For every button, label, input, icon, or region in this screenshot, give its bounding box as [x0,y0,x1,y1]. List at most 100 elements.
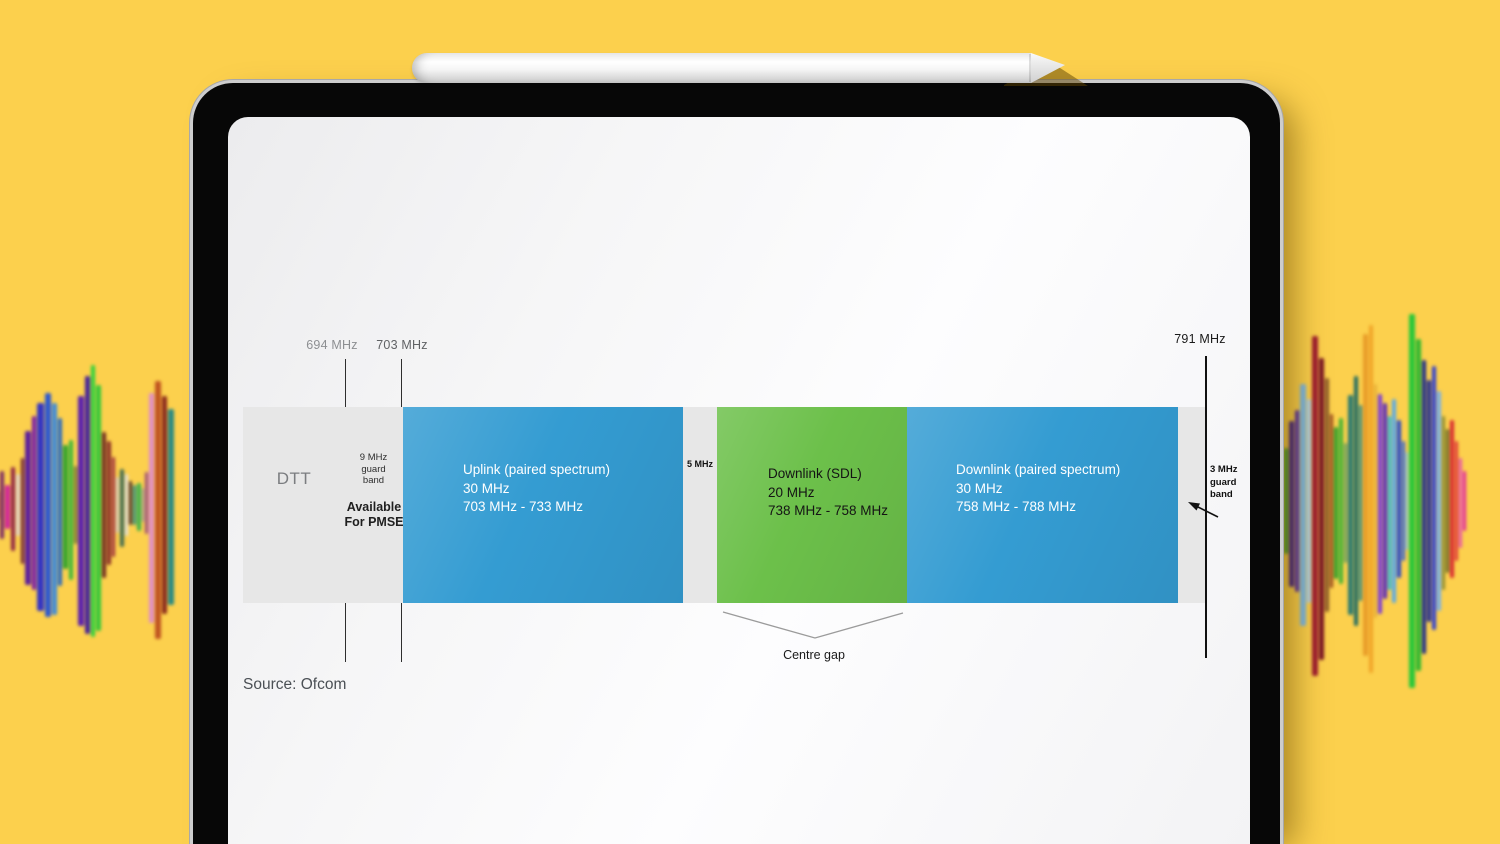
tablet-screen: 694 MHz 703 MHz 791 MHz DTT 9 MHz guard … [228,117,1250,844]
waveform-bar [1334,427,1338,579]
waveform-bar [142,488,144,522]
guard-right-line2: guard [1210,476,1237,488]
sdl-band-text: Downlink (SDL) 20 MHz 738 MHz - 758 MHz [768,465,888,521]
waveform-bar [1348,395,1353,615]
waveform-bar [112,456,115,558]
pencil-body [412,53,1032,83]
sdl-title: Downlink (SDL) [768,466,862,481]
waveform-bar [1344,442,1347,564]
pmse-label: Available For PMSE [334,500,414,529]
waveform-bar [16,474,20,536]
source-label: Source: Ofcom [243,676,347,693]
pmse-line2: For PMSE [344,514,404,529]
band-downlink-paired [907,407,1178,603]
tablet: 694 MHz 703 MHz 791 MHz DTT 9 MHz guard … [193,83,1280,844]
waveform-bar [37,403,44,611]
band-uplink [403,407,683,603]
waveform-bar [125,474,128,536]
gap-5mhz-label: 5 MHz [686,459,713,469]
waveform-bar [0,471,4,539]
uplink-title: Uplink (paired spectrum) [463,462,611,477]
waveform-bar [25,431,31,585]
waveform-bar [129,480,132,526]
waveform-bar [1330,414,1333,588]
waveform-bar [133,485,136,525]
guard-right-line1: 3 MHz [1210,464,1238,475]
waveform-bar [1432,365,1436,631]
waveform-bar [1354,376,1358,626]
waveform-bar [1427,380,1431,622]
waveform-bar [149,393,154,623]
waveform-bar [120,468,124,548]
waveform-bar [137,483,141,531]
waveform-bar [102,432,106,578]
waveform-bar [1363,334,1368,656]
marker-label-791: 791 MHz [1174,332,1226,346]
waveform-bar [11,467,15,551]
waveform-bar [96,384,101,632]
waveform-bar [1374,383,1377,619]
waveform-bar [1397,419,1401,579]
audio-waveform-left [0,365,202,645]
waveform-bar [1409,313,1415,689]
waveform-bar [1406,451,1408,551]
marker-line-791 [1205,356,1207,658]
downlink-range: 758 MHz - 788 MHz [956,499,1077,514]
downlink-title: Downlink (paired spectrum) [956,462,1121,477]
waveform-bar [1392,398,1396,604]
waveform-bar [74,465,77,545]
uplink-bandwidth: 30 MHz [463,480,510,496]
waveform-bar [1463,470,1466,532]
marker-label-703: 703 MHz [376,338,428,352]
waveform-bar [162,395,167,615]
waveform-bar [155,381,161,639]
sdl-range: 738 MHz - 758 MHz [768,503,889,518]
guard-band-left-label: 9 MHz guard band [346,452,401,487]
waveform-bar [45,393,51,617]
waveform-bar [1369,325,1373,673]
waveform-bar [1312,335,1318,677]
sdl-bandwidth: 20 MHz [768,484,815,500]
downlink-band-text: Downlink (paired spectrum) 30 MHz 758 MH… [956,461,1120,517]
guard-right-line3: band [1210,489,1233,500]
waveform-bar [1300,384,1306,626]
uplink-range: 703 MHz - 733 MHz [463,499,584,514]
audio-waveform-right [1284,312,1470,690]
waveform-bar [1378,394,1382,614]
guard-band-right-label: 3 MHz guard band [1210,464,1250,502]
waveform-bar [1289,420,1294,588]
band-downlink-sdl [717,407,907,603]
waveform-bar [5,484,10,530]
waveform-bar [1339,417,1343,585]
waveform-bar [1383,402,1387,600]
waveform-bar [1319,357,1324,661]
waveform-bar [1422,359,1426,655]
waveform-bar [85,376,90,634]
guard-left-line3: band [362,475,385,486]
waveform-bar [1446,429,1449,573]
pencil-seam [1029,54,1031,82]
centre-gap-bracket [722,611,904,639]
waveform-bar [1284,448,1288,554]
waveform-bar [1402,440,1405,562]
guard-left-line2: guard [361,463,386,475]
waveform-bar [1459,457,1462,549]
waveform-bar [1442,416,1445,590]
apple-pencil [412,53,1088,86]
guard-left-line1: 9 MHz [359,452,388,463]
waveform-bar [145,472,148,534]
waveform-bar [78,396,84,626]
waveform-bar [32,416,36,590]
pmse-line1: Available [346,500,402,514]
waveform-bar [107,441,111,565]
marker-label-694: 694 MHz [306,338,358,352]
waveform-bar [1359,404,1362,602]
dtt-label: DTT [276,469,312,488]
waveform-bar [91,365,95,637]
waveform-bar [52,402,57,616]
waveform-bar [21,457,24,565]
waveform-bar [1455,440,1458,562]
waveform-bar [1295,410,1299,592]
waveform-bar [1450,419,1454,579]
